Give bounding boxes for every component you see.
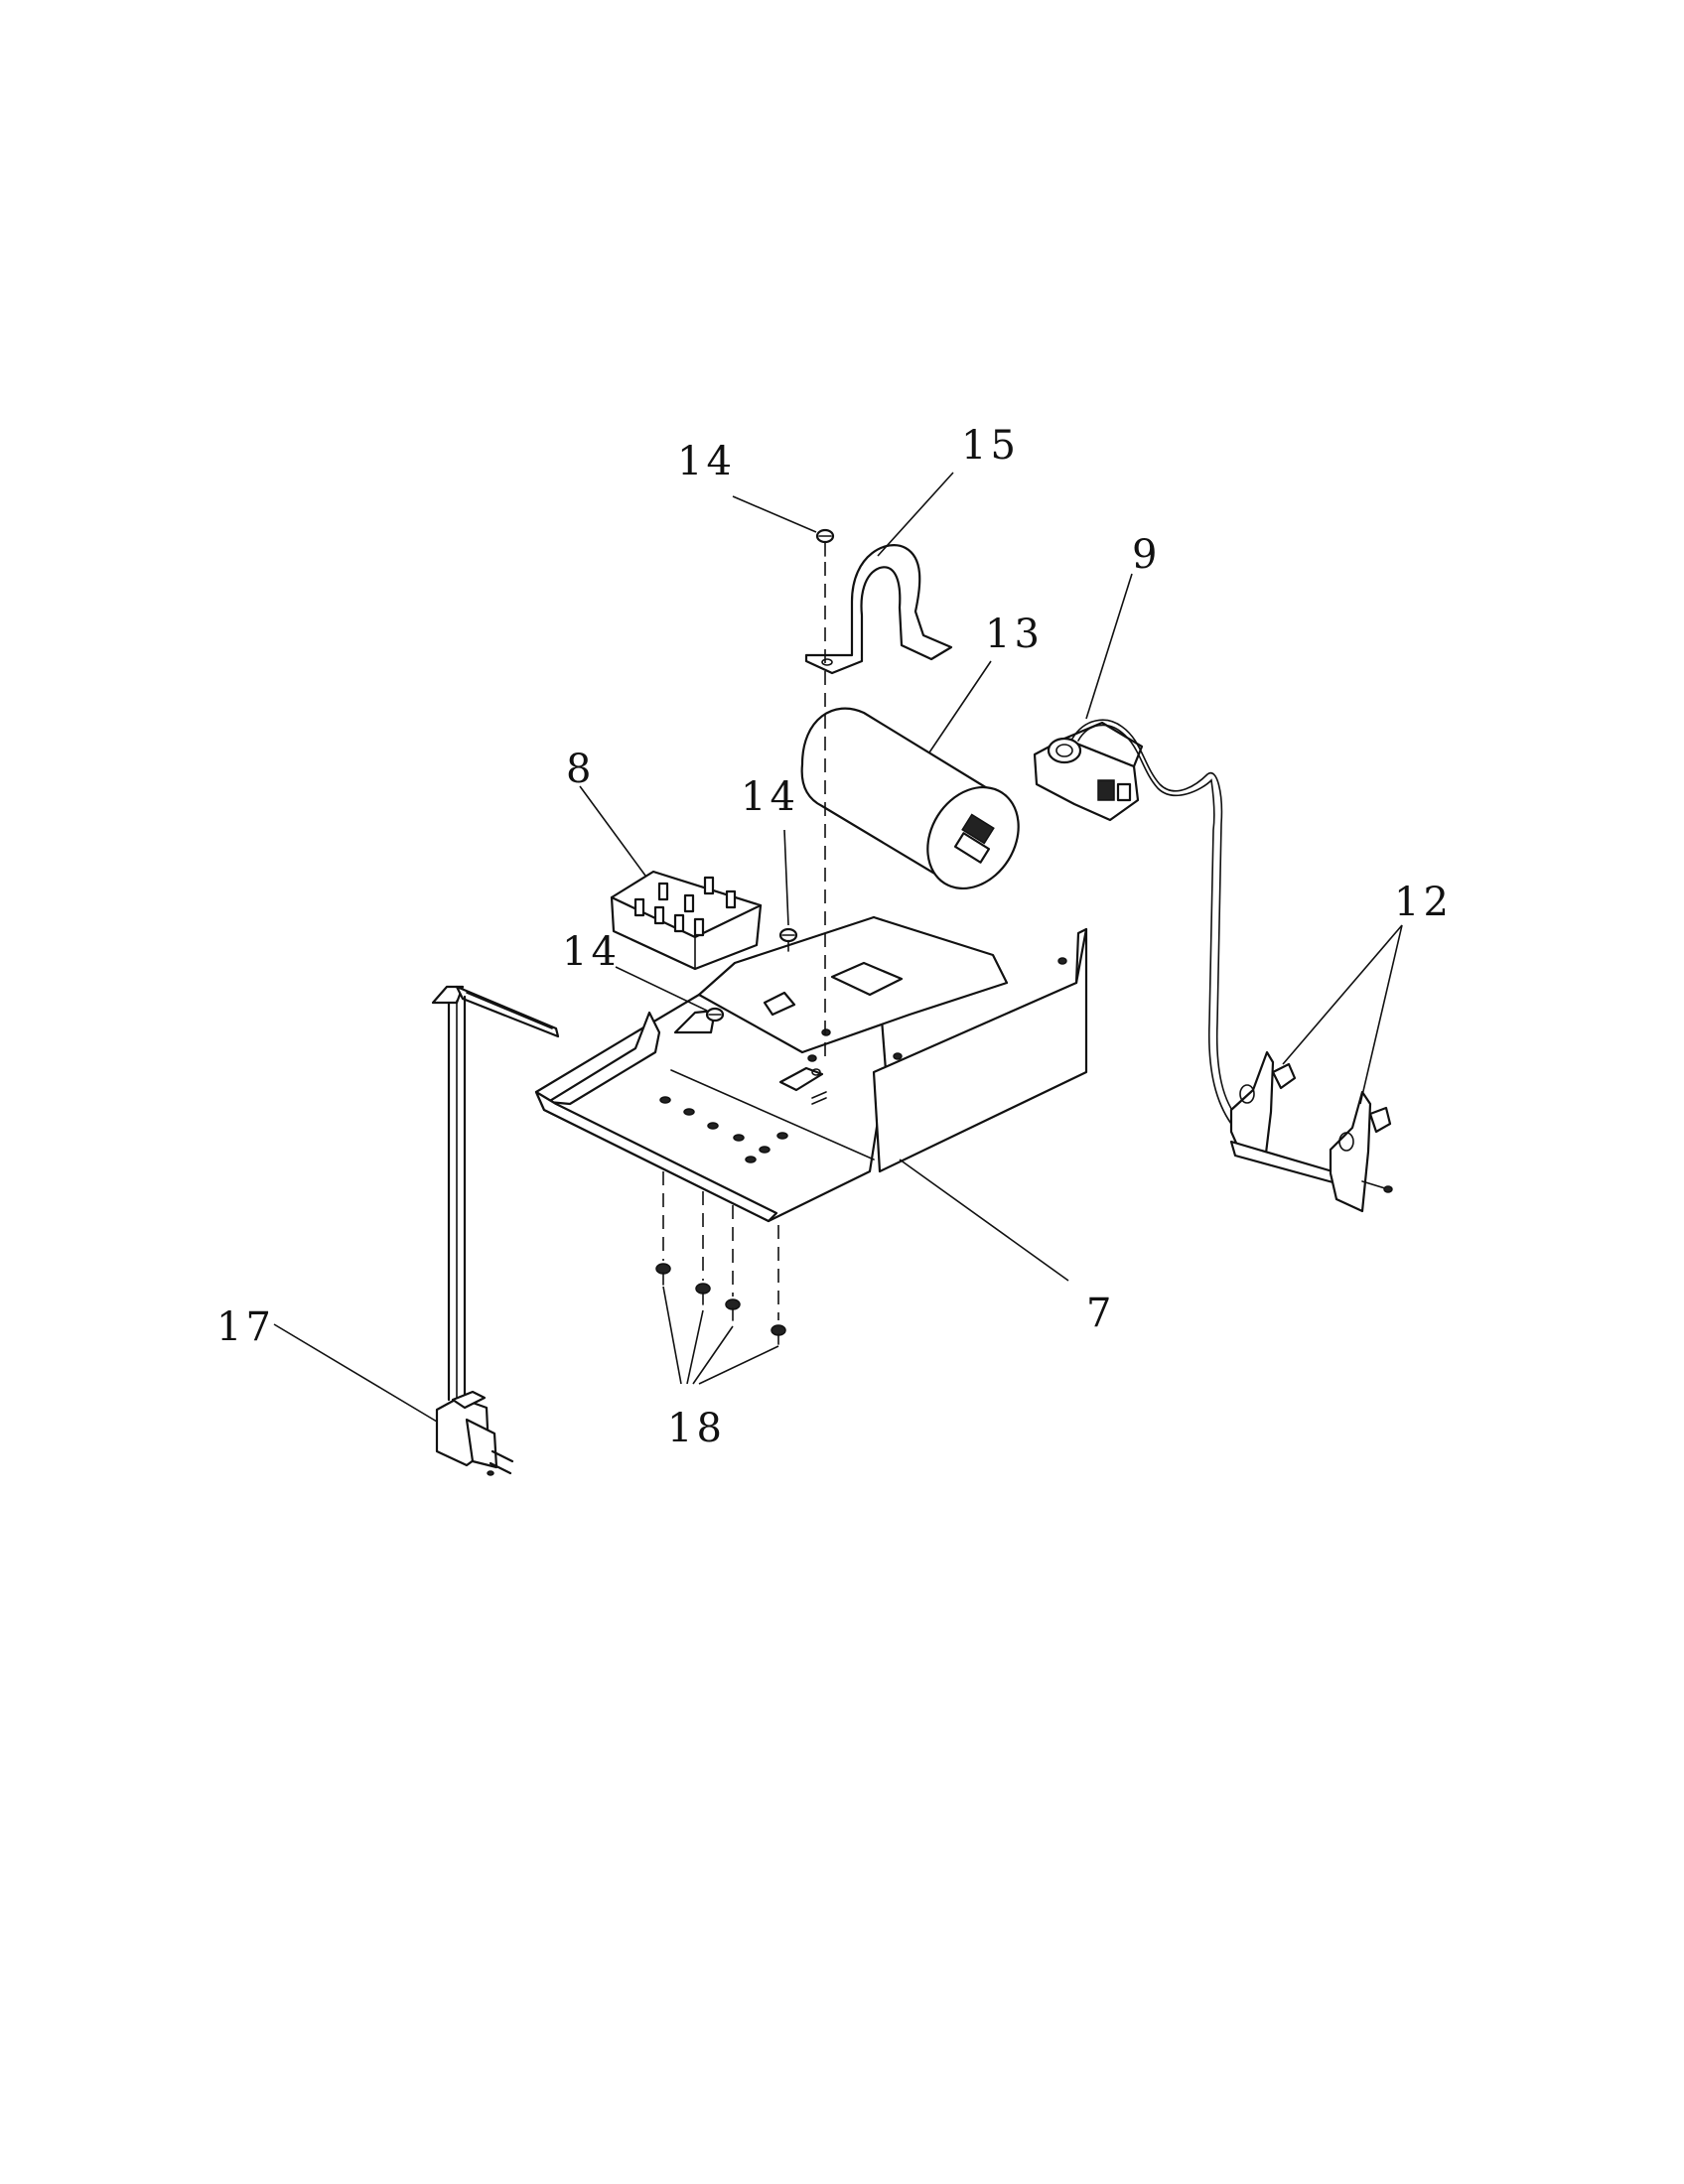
callout-14-middle: 14 [741, 774, 799, 820]
callout-13: 13 [985, 612, 1044, 657]
power-cord-part-17 [431, 985, 560, 1476]
screw-part-14-middle [778, 927, 798, 952]
screw-18-a [655, 1263, 671, 1286]
callout-7: 7 [1086, 1291, 1115, 1336]
screw-18-d [771, 1324, 786, 1345]
callout-18: 18 [667, 1406, 726, 1451]
screw-18-c [725, 1298, 741, 1321]
capacitor-strap-part-15 [804, 544, 953, 675]
callout-8: 8 [566, 747, 595, 792]
callout-12: 12 [1394, 880, 1453, 925]
capacitor-part-13 [800, 707, 1020, 890]
callout-9: 9 [1132, 532, 1161, 578]
screw-part-14-top [815, 528, 835, 557]
callout-14-left: 14 [562, 929, 621, 975]
screw-18-b [695, 1283, 711, 1305]
brackets-part-12 [1229, 1050, 1393, 1213]
leader-lines [273, 472, 1403, 1423]
fan-motor-part-9 [1033, 719, 1240, 1125]
screw-part-14-left [705, 1007, 725, 1023]
base-tray-part-7 [534, 915, 1088, 1223]
screws-part-18 [655, 1171, 786, 1345]
relay-part-8 [610, 870, 763, 971]
callout-15: 15 [961, 423, 1020, 469]
callout-14-top: 14 [677, 439, 736, 484]
callout-17: 17 [216, 1304, 275, 1350]
